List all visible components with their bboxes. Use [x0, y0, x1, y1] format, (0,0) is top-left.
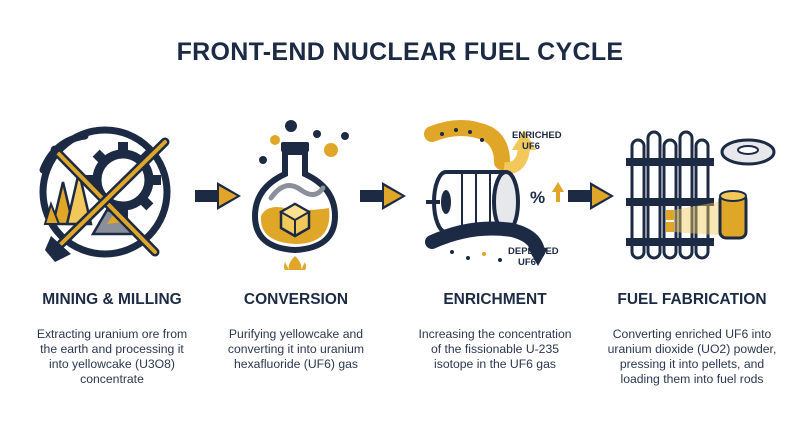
step-2-line: hexafluoride (UF6) gas [234, 357, 358, 371]
step-4-line: loading them into fuel rods [620, 372, 764, 386]
flask-icon [251, 120, 349, 270]
mining-milling-illustration [15, 112, 195, 272]
step-4-line: uranium dioxide (UO2) powder, [607, 342, 777, 356]
step-2-name: CONVERSION [243, 291, 349, 308]
step-3-line: isotope in the UF6 gas [434, 357, 556, 371]
depleted-label-text: DEPLETED [508, 246, 559, 257]
flow-arrow-2 [360, 182, 406, 210]
step-3-description: Increasing the concentration of the fiss… [395, 327, 595, 372]
step-1-line: the earth and processing it [40, 342, 184, 356]
step-4-line: Converting enriched UF6 into [612, 327, 772, 341]
enriched-label-text: ENRICHED [512, 130, 562, 141]
step-2-description: Purifying yellowcake and converting it i… [196, 327, 396, 372]
step-1-description: Extracting uranium ore from the earth an… [12, 327, 212, 387]
step-3-line: of the fissionable U-235 [430, 342, 560, 356]
percent-label: % [530, 188, 546, 207]
arrow-right-icon [568, 182, 614, 210]
step-1-line: into yellowcake (U3O8) [49, 357, 175, 371]
step-1-name: MINING & MILLING [42, 291, 182, 308]
conversion-illustration [205, 112, 385, 272]
centrifuge-icon [424, 120, 564, 266]
enriched-label: ENRICHED UF6 [512, 130, 562, 152]
page-title: FRONT-END NUCLEAR FUEL CYCLE [176, 38, 624, 66]
step-1-line: concentrate [80, 372, 144, 386]
flow-arrow-3 [568, 182, 614, 210]
step-4-line: pressing it into pellets, and [619, 357, 765, 371]
fuel-fabrication-illustration [608, 112, 788, 272]
depleted-label: DEPLETED UF6 [508, 246, 559, 268]
arrow-right-icon [195, 182, 241, 210]
step-3-name: ENRICHMENT [443, 291, 547, 308]
step-4-description: Converting enriched UF6 into uranium dio… [592, 327, 792, 387]
fuel-rods-icon [626, 130, 776, 260]
step-2-line: Purifying yellowcake and [228, 327, 364, 341]
step-1-line: Extracting uranium ore from [36, 327, 188, 341]
pickaxe-gear-icon [39, 126, 171, 262]
enriched-label-sub: UF6 [522, 141, 540, 152]
step-4-name: FUEL FABRICATION [617, 291, 767, 308]
step-3-line: Increasing the concentration [418, 327, 572, 341]
arrow-right-icon [360, 182, 406, 210]
flow-arrow-1 [195, 182, 241, 210]
step-2-line: converting it into uranium [227, 342, 365, 356]
enrichment-illustration [412, 112, 592, 272]
depleted-label-sub: UF6 [518, 257, 536, 268]
